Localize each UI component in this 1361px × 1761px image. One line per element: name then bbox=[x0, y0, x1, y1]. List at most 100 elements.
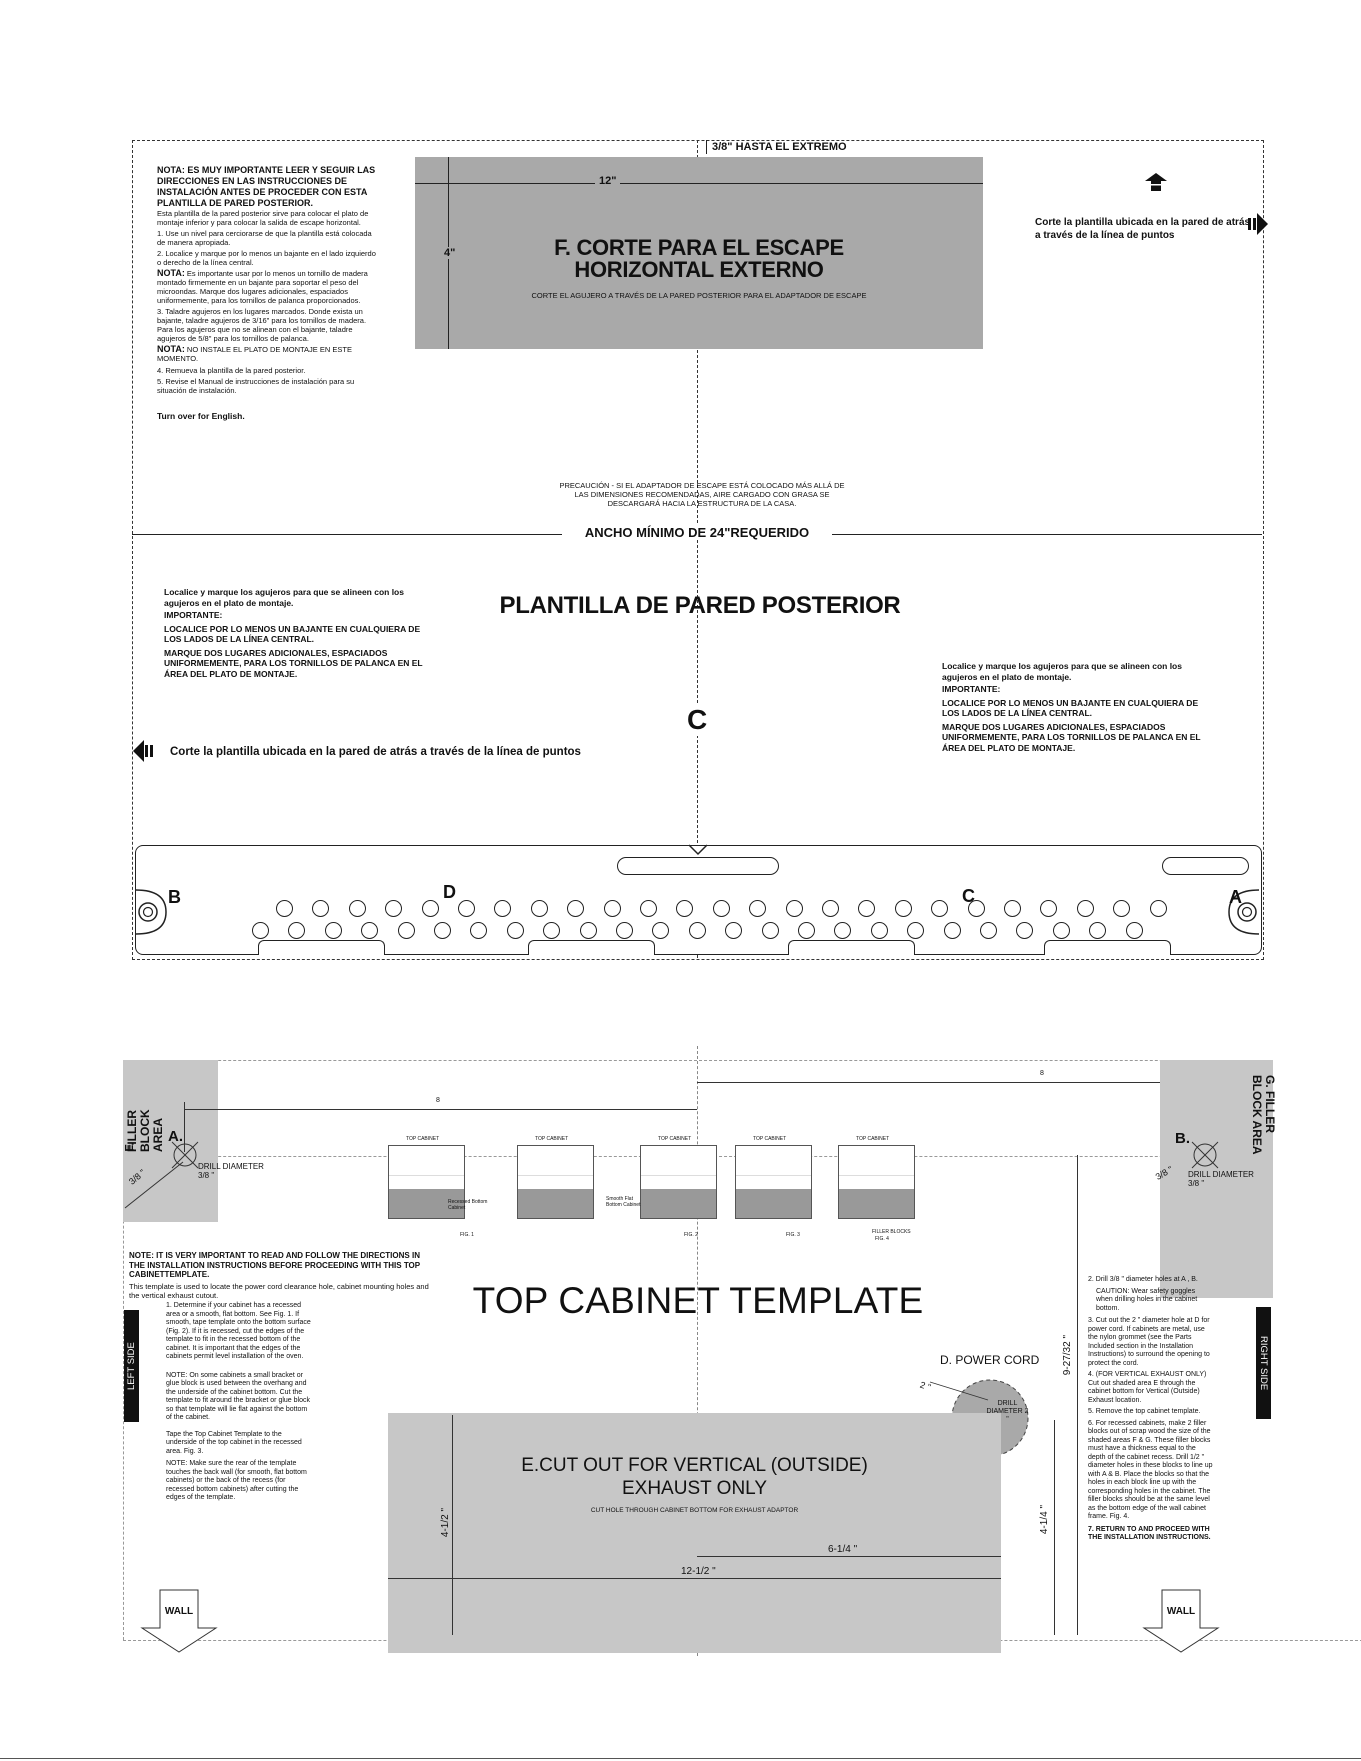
locate-right-2: LOCALICE POR LO MENOS UN BAJANTE EN CUAL… bbox=[942, 697, 1199, 719]
vertical-exhaust-cutout: E.CUT OUT FOR VERTICAL (OUTSIDE) EXHAUST… bbox=[388, 1413, 1001, 1653]
cabinet-r-step-4: 4. (FOR VERTICAL EXHAUST ONLY) Cut out s… bbox=[1088, 1371, 1207, 1404]
dim-1212-label: 12-1/2 " bbox=[681, 1566, 716, 1577]
plate-hole bbox=[494, 900, 512, 917]
turn-over-text: Turn over for English. bbox=[157, 411, 245, 421]
cabinet-r-step-6: 6. For recessed cabinets, make 2 filler … bbox=[1088, 1419, 1213, 1521]
plate-center-notch bbox=[688, 844, 708, 856]
top-nota-2: NOTA: Es importante usar por lo menos un… bbox=[157, 268, 382, 306]
plate-tab bbox=[788, 940, 915, 955]
filler-block-left bbox=[123, 1060, 218, 1222]
plate-hole bbox=[834, 922, 852, 939]
hole-label-b: B. bbox=[1175, 1130, 1190, 1147]
dim-412-label: 4-1/2 " bbox=[440, 1508, 451, 1538]
plate-hole bbox=[1089, 922, 1107, 939]
plate-hole bbox=[1040, 900, 1058, 917]
plate-hole bbox=[1076, 900, 1094, 917]
dim-height: 4" bbox=[444, 247, 456, 259]
plate-hole bbox=[676, 900, 694, 917]
top-step-3: 3. Taladre agujeros en los lugares marca… bbox=[157, 307, 367, 343]
fig4-note: FILLER BLOCKS bbox=[872, 1229, 911, 1235]
plate-hole bbox=[749, 900, 767, 917]
locate-block-right: Localice y marque los agujeros para que … bbox=[942, 661, 1202, 753]
plate-hole bbox=[252, 922, 269, 939]
top-step-4: 4. Remueva la plantilla de la pared post… bbox=[157, 366, 306, 375]
cabinet-note-small: NOTE: On some cabinets a small bracket o… bbox=[166, 1371, 310, 1422]
plate-hole bbox=[1125, 922, 1143, 939]
fig-sketch bbox=[517, 1145, 594, 1219]
locate-left-3: MARQUE DOS LUGARES ADICIONALES, ESPACIAD… bbox=[164, 647, 423, 679]
locate-left-importante: IMPORTANTE: bbox=[164, 610, 223, 620]
fig-top-label: TOP CABINET bbox=[856, 1136, 890, 1142]
cabinet-r-step-7: 7. RETURN TO AND PROCEED WITH THE INSTAL… bbox=[1088, 1525, 1211, 1542]
plate-label-d: D bbox=[443, 882, 456, 902]
plate-hole bbox=[397, 922, 415, 939]
fig-sketch bbox=[838, 1145, 915, 1219]
dim-2-line bbox=[929, 1381, 989, 1401]
cabinet-top-dashed-line bbox=[123, 1060, 1273, 1061]
plate-hole bbox=[785, 900, 803, 917]
dim-414-label: 4-1/4 " bbox=[1039, 1505, 1050, 1535]
center-line bbox=[697, 140, 698, 958]
fig-sketch bbox=[640, 1145, 717, 1219]
dim-614-label: 6-1/4 " bbox=[828, 1544, 858, 1555]
dim-top-right-line bbox=[697, 1082, 1189, 1083]
cut-left-text: Corte la plantilla ubicada en la pared d… bbox=[170, 746, 581, 758]
fig-sketch bbox=[735, 1145, 812, 1219]
top-nota-3: NOTA: NO INSTALE EL PLATO DE MONTAJE EN … bbox=[157, 345, 382, 364]
dim-to-edge: 3/8" HASTA EL EXTREMO bbox=[712, 141, 847, 153]
page-bottom-line bbox=[0, 1758, 1361, 1759]
plate-hole bbox=[798, 922, 815, 939]
fig-label: FIG. 3 bbox=[786, 1232, 800, 1238]
top-nota-3-text: NO INSTALE EL PLATO DE MONTAJE EN ESTE M… bbox=[157, 345, 352, 363]
plate-hole bbox=[822, 900, 839, 917]
cabinet-left-edge bbox=[123, 1060, 124, 1640]
plate-hole bbox=[1113, 900, 1131, 917]
dim-1212-line bbox=[388, 1578, 1001, 1579]
dim-top-left-line bbox=[184, 1109, 697, 1110]
top-note-block: NOTA: ES MUY IMPORTANTE LEER Y SEGUIR LA… bbox=[157, 165, 382, 421]
cabinet-cutout-title-1: E.CUT OUT FOR VERTICAL (OUTSIDE) bbox=[388, 1455, 1001, 1477]
plate-hole bbox=[652, 922, 670, 939]
fig-label: FIG. 4 bbox=[875, 1236, 889, 1242]
cabinet-right-steps: 2. Drill 3/8 " diameter holes at A , B. … bbox=[1088, 1276, 1213, 1543]
hole-label-a: A. bbox=[168, 1128, 183, 1145]
top-nota-2-label: NOTA: bbox=[157, 268, 185, 278]
plate-hole bbox=[530, 900, 548, 917]
plate-hole bbox=[603, 900, 621, 917]
plate-hole bbox=[324, 922, 342, 939]
power-cord-label: D. POWER CORD bbox=[940, 1353, 1040, 1367]
up-arrow-icon bbox=[1145, 173, 1167, 191]
dim-414-line bbox=[1054, 1420, 1055, 1635]
plate-hole bbox=[312, 900, 330, 917]
top-step-1: 1. Use un nivel para cerciorarse de que … bbox=[157, 229, 372, 247]
filler-block-right bbox=[1160, 1060, 1273, 1298]
dim-614-line bbox=[697, 1556, 1001, 1557]
plate-hole bbox=[567, 900, 585, 917]
plate-hole bbox=[276, 900, 293, 917]
top-note-intro: Esta plantilla de la pared posterior sir… bbox=[157, 209, 369, 227]
plate-hole bbox=[858, 900, 876, 917]
drill-right-label: DRILL DIAMETER 3/8 " bbox=[1188, 1170, 1254, 1188]
cabinet-left-steps: 1. Determine if your cabinet has a reces… bbox=[166, 1302, 311, 1503]
plate-hole bbox=[1016, 922, 1034, 939]
fig-sketch bbox=[388, 1145, 465, 1219]
plate-hole bbox=[907, 922, 925, 939]
plate-hole bbox=[967, 900, 985, 917]
cabinet-center-line bbox=[697, 1046, 698, 1656]
center-label-c: C bbox=[687, 704, 708, 736]
cutout-title-1: F. CORTE PARA EL ESCAPE bbox=[554, 235, 844, 260]
dim-vert-line bbox=[1077, 1155, 1078, 1635]
left-arrow-icon bbox=[133, 740, 153, 762]
horizontal-exhaust-cutout: 12" 4" F. CORTE PARA EL ESCAPE HORIZONTA… bbox=[415, 157, 983, 349]
plate-hole bbox=[943, 922, 961, 939]
plate-hole bbox=[579, 922, 597, 939]
plate-tab bbox=[528, 940, 655, 955]
plate-hole bbox=[980, 922, 997, 939]
wall-arrow-left-icon bbox=[140, 1589, 218, 1653]
cabinet-cutout-title-1-text: E.CUT OUT FOR VERTICAL (OUTSIDE) bbox=[521, 1455, 868, 1476]
plate-slot-right bbox=[1162, 857, 1249, 875]
wall-right-label: WALL bbox=[1166, 1606, 1196, 1617]
cut-right-text: Corte la plantilla ubicada en la pared d… bbox=[1035, 217, 1251, 241]
fig1-note: Recessed Bottom Cabinet bbox=[448, 1199, 488, 1211]
top-cabinet-title: TOP CABINET TEMPLATE bbox=[472, 1280, 924, 1321]
